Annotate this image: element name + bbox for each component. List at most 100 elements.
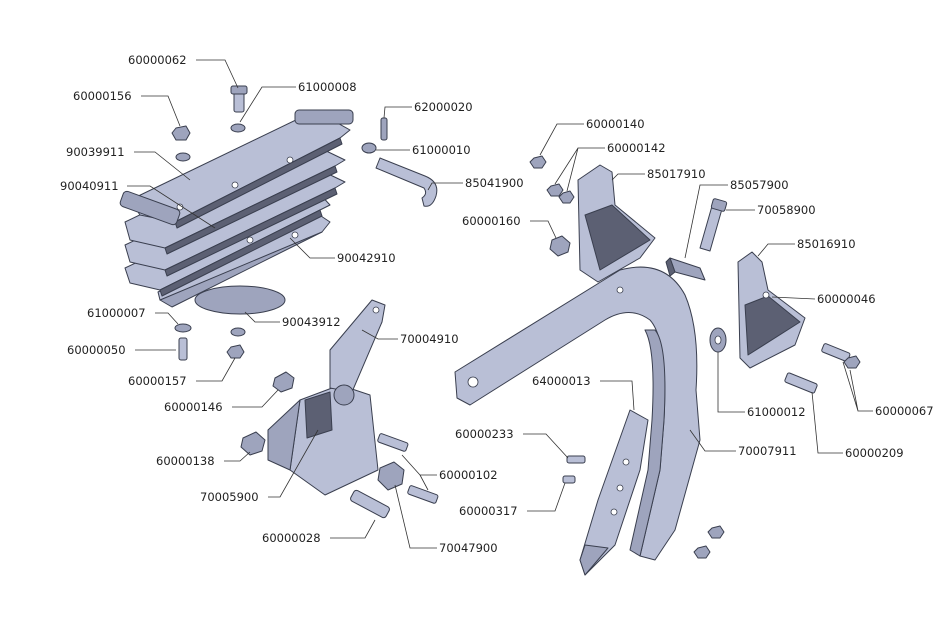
label-70004910: 70004910 [400,332,459,346]
label-62000020: 62000020 [414,100,473,114]
leader-60000138 [224,451,251,462]
bolt-60000028 [350,489,390,519]
bolt-60000050 [178,337,188,361]
bracket-85016910-hole [762,291,770,299]
label-85057900: 85057900 [730,178,789,192]
nut-60000160 [549,235,571,257]
nut-60000157 [226,344,245,359]
label-61000010: 61000010 [412,143,471,157]
nut-60000140 [529,155,547,169]
spring-bolt-70058900-head [710,198,728,212]
leader-61000012 [717,352,745,413]
washer-61000012-hole [714,335,722,345]
bracket-group [240,299,439,519]
label-85041900: 85041900 [465,176,524,190]
label-60000028: 60000028 [262,531,321,545]
label-90039911: 90039911 [66,145,125,159]
nut-60000142-a [546,183,564,197]
leader-85057900 [684,184,728,259]
bolt-60000209 [784,372,818,394]
bolt-60000062-head [230,85,248,95]
leader-85041900 [427,182,463,191]
stack-hole-3 [286,156,294,164]
label-60000062: 60000062 [128,53,187,67]
label-70058900: 70058900 [757,203,816,217]
leader-90040911 [127,185,216,229]
leader-60000233 [523,433,569,459]
bracket-70005900-side [267,399,301,471]
blade-3-edge [164,187,338,277]
leader-60000046 [771,296,816,300]
label-60000209: 60000209 [845,446,904,460]
stack-hole-2 [231,181,239,189]
plate-70004910-hole [372,306,380,314]
hinge-top [294,109,354,125]
label-85017910: 85017910 [647,167,706,181]
label-60000160: 60000160 [462,214,521,228]
label-60000156: 60000156 [73,89,132,103]
point-hole-3 [610,508,618,516]
blade-90039911-edge [174,137,343,229]
label-70007911: 70007911 [738,444,797,458]
washer-61000010 [361,142,377,154]
shank-hole-1 [467,376,479,388]
shank-group [454,155,861,576]
disk-90043912 [194,285,286,315]
pin-62000020 [380,117,388,141]
nut-60000142-b [558,190,575,204]
washer-61000008 [230,123,246,133]
leader-85017910 [611,173,645,181]
label-60000146: 60000146 [164,400,223,414]
leader-60000102 [401,454,437,491]
washer-61000007 [174,323,192,333]
leader-60000142 [554,147,605,192]
leader-60000140 [539,123,584,156]
label-90040911: 90040911 [60,179,119,193]
label-85016910: 85016910 [797,237,856,251]
label-61000008: 61000008 [298,80,357,94]
label-64000013: 64000013 [532,374,591,388]
label-60000046: 60000046 [817,292,876,306]
leader-90039911 [134,151,191,181]
nut-60000067 [843,355,861,369]
point-hole-2 [616,484,624,492]
hook-rod-85041900 [375,157,438,207]
shank-70007911-side [629,329,666,557]
label-90042910: 90042910 [337,251,396,265]
label-60000138: 60000138 [156,454,215,468]
bracket-70005900 [289,384,379,496]
blade-90042910-edge [159,209,323,297]
leader-60000160 [530,220,557,239]
spacer-85057900-side [665,257,676,277]
label-60000233: 60000233 [455,427,514,441]
plate-70004910-boss [333,384,355,406]
nut-bottom-1 [707,525,725,539]
leader-60000028 [330,519,376,539]
label-60000102: 60000102 [439,468,498,482]
blade-90040911-edge [164,165,338,255]
plate-70004910 [329,299,386,393]
leader-60000156 [141,95,181,127]
point-64000013-tip [579,544,609,576]
nut-60000156 [171,125,191,141]
label-90043912: 90043912 [282,315,341,329]
leader-60000067 [842,361,873,412]
label-60000317: 60000317 [459,504,518,518]
label-61000012: 61000012 [747,405,806,419]
point-64000013 [579,409,649,576]
leader-70004910 [361,329,398,340]
bolt-60000317 [562,475,576,484]
leader-60000062 [196,59,239,89]
blade-stack [119,109,354,315]
leader-61000008 [239,86,296,123]
label-60000157: 60000157 [128,374,187,388]
leader-70047900 [394,484,437,549]
leader-60000317 [527,482,566,512]
leader-70005900 [268,429,319,498]
stack-hole-4 [246,236,254,244]
nut-bottom-2 [693,545,711,559]
label-61000007: 61000007 [87,306,146,320]
leader-62000020 [383,106,412,119]
washer-60000156 [175,152,191,162]
leader-60000146 [232,389,279,408]
